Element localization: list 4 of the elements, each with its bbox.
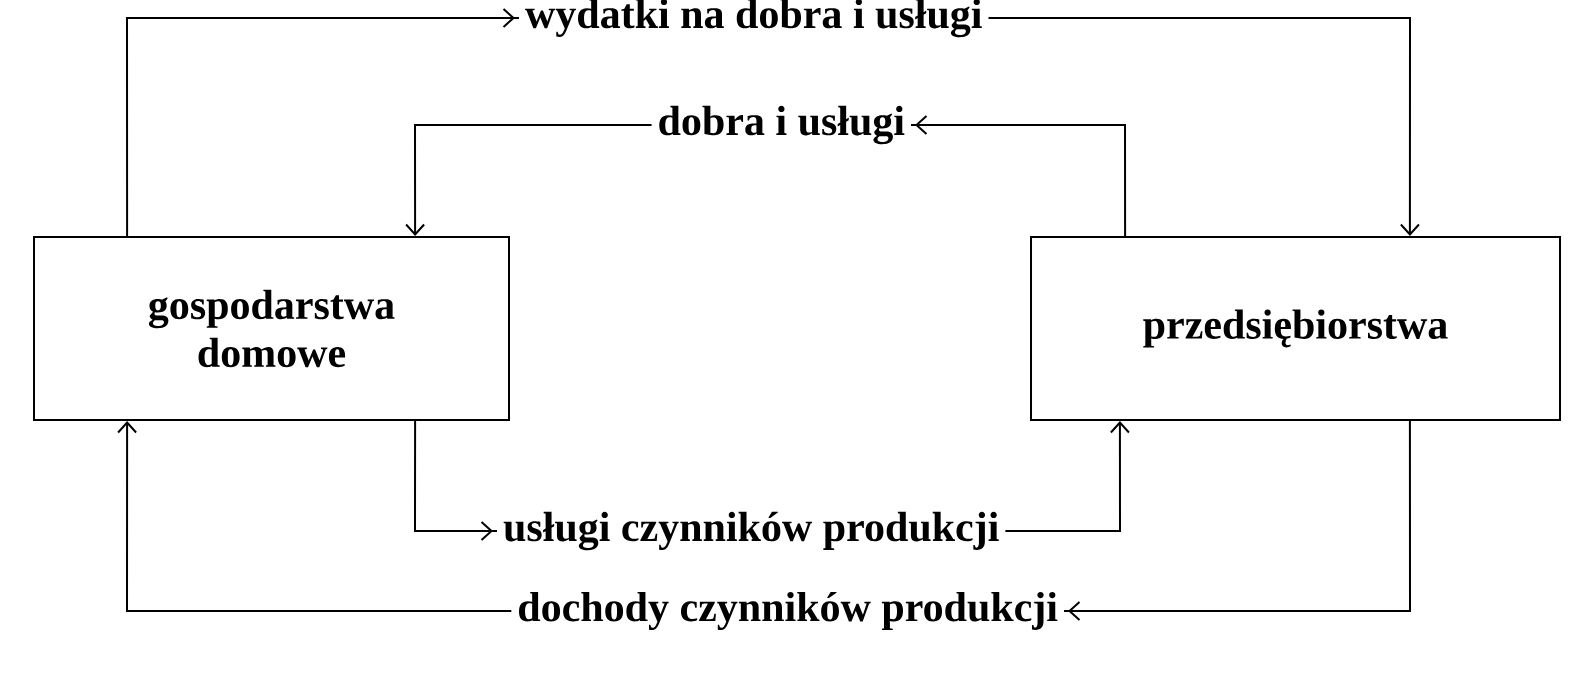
process-box: przedsiębiorstwa (1030, 236, 1561, 421)
edge-label: dochody czynników produkcji (511, 587, 1064, 635)
process-box: gospodarstwa domowe (33, 236, 510, 421)
edge-label: dobra i usługi (651, 101, 911, 149)
